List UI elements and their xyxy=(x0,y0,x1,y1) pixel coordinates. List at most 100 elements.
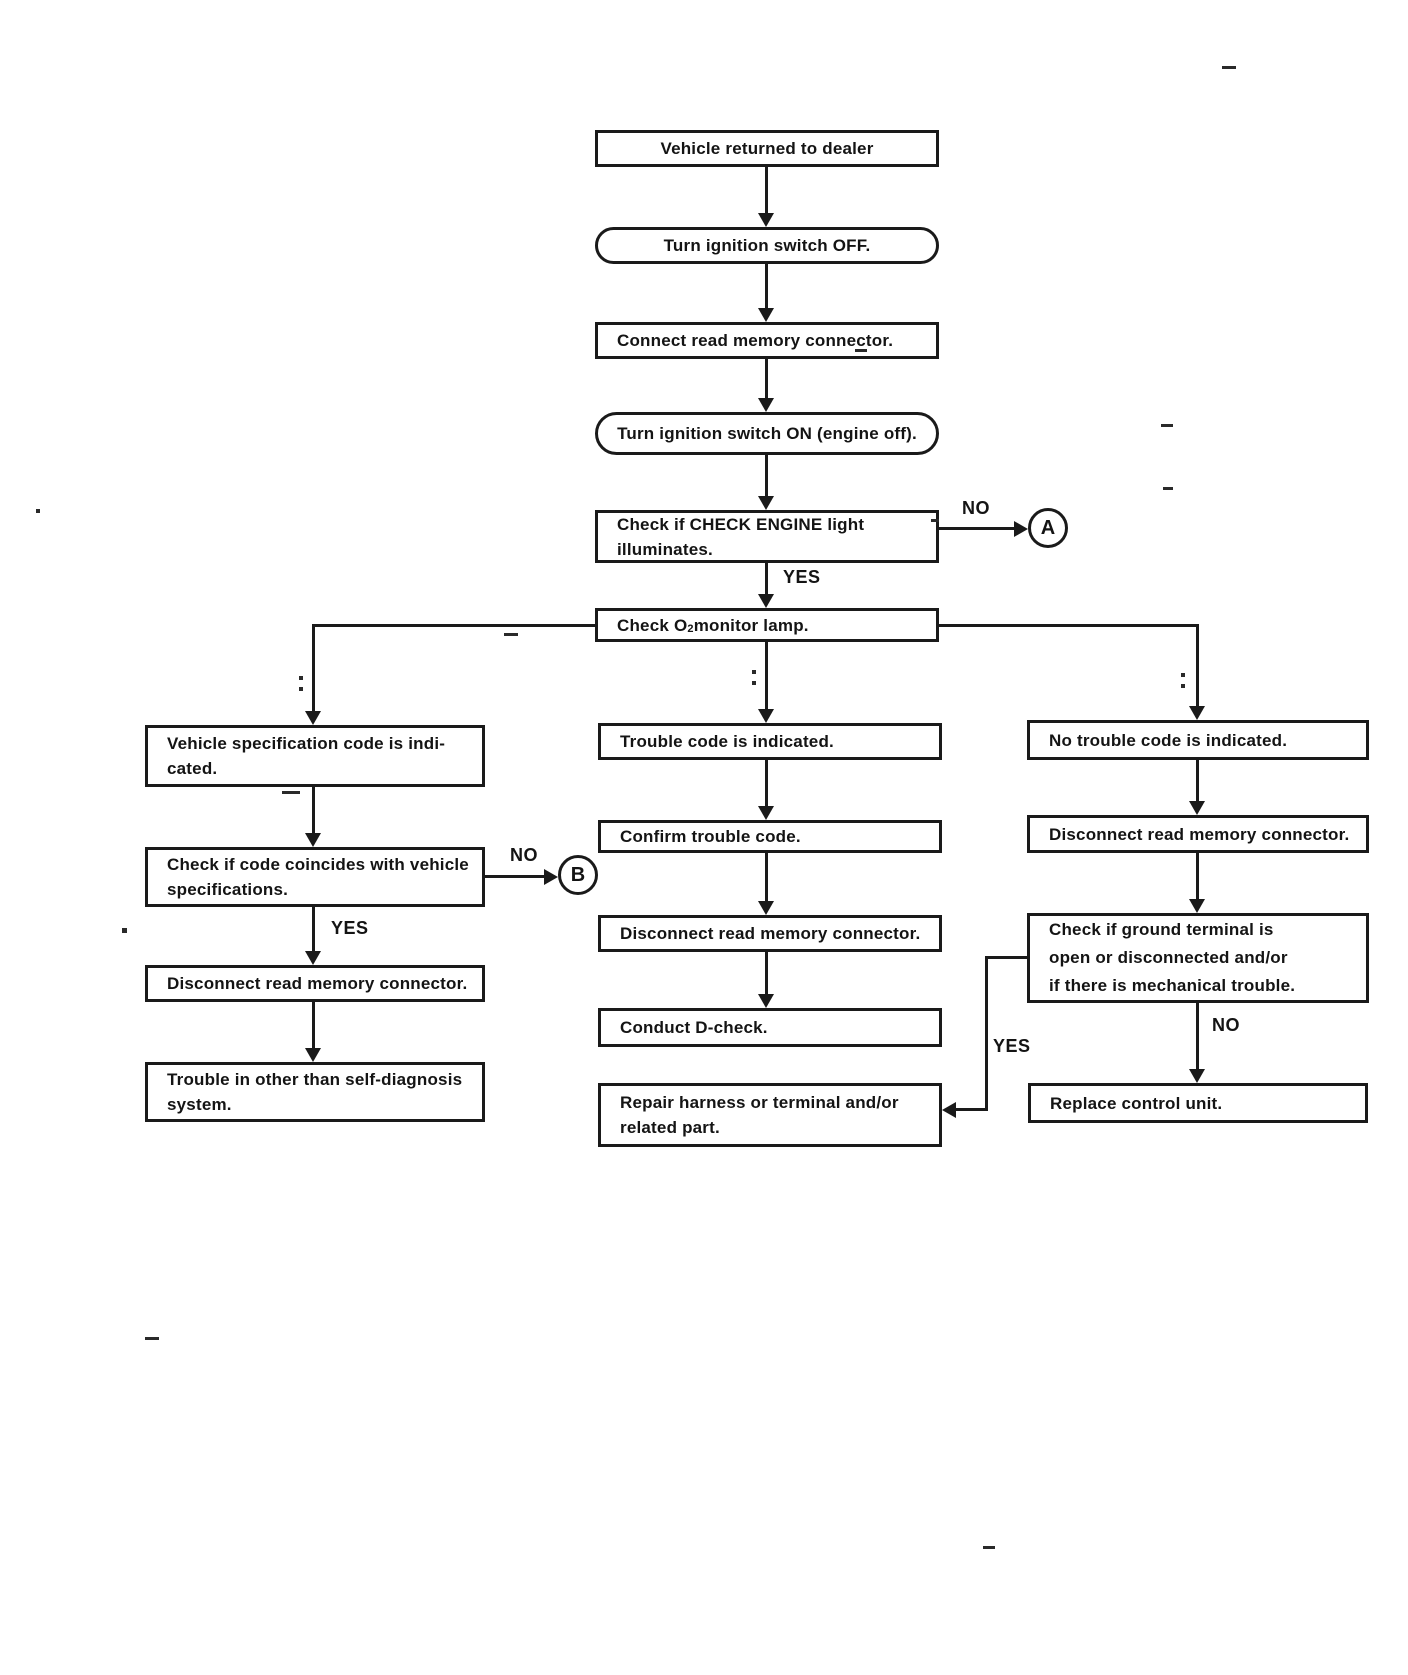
label-yes-code: YES xyxy=(331,918,369,938)
arrow-no-to-connector-a xyxy=(939,527,1016,530)
scan-artifact xyxy=(122,928,127,933)
scan-artifact xyxy=(752,681,756,685)
label-no-engine-light: NO xyxy=(962,498,990,518)
arrowhead-right-icon xyxy=(544,869,558,885)
scan-artifact xyxy=(1163,487,1173,490)
arrow-disconnect-to-trouble-other xyxy=(312,1002,315,1050)
node-check-engine-light-label: Check if CHECK ENGINE light illuminates. xyxy=(617,514,865,559)
scan-artifact xyxy=(145,1337,159,1340)
node-ignition-off: Turn ignition switch OFF. xyxy=(595,227,939,264)
arrowhead-left-icon xyxy=(942,1102,956,1118)
arrow-confirm-to-disconnect-mid xyxy=(765,853,768,903)
node-code-coincides: Check if code coincides with vehicle spe… xyxy=(145,847,485,907)
node-trouble-other-system: Trouble in other than self-diagnosis sys… xyxy=(145,1062,485,1122)
arrowhead-down-icon xyxy=(758,398,774,412)
arrowhead-right-icon xyxy=(1014,521,1028,537)
o2-label-subscript: 2 xyxy=(687,622,694,635)
connector-b-circle: B xyxy=(558,855,598,895)
arrow-no-trouble-to-disconnect-right xyxy=(1196,760,1199,803)
arrowhead-down-icon xyxy=(305,1048,321,1062)
arrowhead-down-icon xyxy=(305,833,321,847)
node-replace-control-unit-label: Replace control unit. xyxy=(1050,1093,1223,1113)
o2-label-pre: Check O xyxy=(617,615,688,635)
node-disconnect-read-memory-mid: Disconnect read memory connector. xyxy=(598,915,942,952)
scan-artifact xyxy=(1181,673,1185,677)
node-connect-read-memory: Connect read memory connector. xyxy=(595,322,939,359)
node-code-coincides-label: Check if code coincides with vehicle spe… xyxy=(167,855,469,899)
arrow-disconnect-mid-to-dcheck xyxy=(765,952,768,996)
arrow-trouble-code-to-confirm xyxy=(765,760,768,808)
branch-drop-right xyxy=(1196,624,1199,708)
node-vehicle-returned: Vehicle returned to dealer xyxy=(595,130,939,167)
arrow-yes-to-o2-lamp xyxy=(765,563,768,596)
node-connect-read-memory-label: Connect read memory connector. xyxy=(617,331,894,350)
node-vehicle-spec-code-label: Vehicle specification code is indi- cate… xyxy=(167,734,446,778)
arrow-ignition-on-to-check-light xyxy=(765,455,768,498)
arrowhead-down-icon xyxy=(758,901,774,915)
scan-artifact xyxy=(504,633,518,636)
node-trouble-code-label: Trouble code is indicated. xyxy=(620,732,834,751)
node-check-engine-light: Check if CHECK ENGINE light illuminates. xyxy=(595,510,939,563)
connector-a-label: A xyxy=(1040,516,1056,539)
node-disconnect-left-label: Disconnect read memory connector. xyxy=(167,974,468,993)
node-replace-control-unit: Replace control unit. xyxy=(1028,1083,1368,1123)
scan-artifact xyxy=(1181,684,1185,688)
yes-loop-exit-line xyxy=(985,956,1027,959)
node-disconnect-mid-label: Disconnect read memory connector. xyxy=(620,924,921,943)
scan-artifact xyxy=(299,687,303,691)
arrowhead-down-icon xyxy=(1189,1069,1205,1083)
arrow-spec-code-to-coincides xyxy=(312,787,315,835)
arrow-returned-to-ignition-off xyxy=(765,167,768,215)
node-confirm-trouble-code-label: Confirm trouble code. xyxy=(620,827,801,846)
arrowhead-down-icon xyxy=(758,709,774,723)
node-disconnect-read-memory-left: Disconnect read memory connector. xyxy=(145,965,485,1002)
arrow-yes-to-disconnect-left xyxy=(312,907,315,953)
label-yes-ground: YES xyxy=(993,1036,1031,1056)
node-disconnect-read-memory-right: Disconnect read memory connector. xyxy=(1027,815,1369,853)
yes-loop-entry-line xyxy=(956,1108,988,1111)
node-disconnect-right-label: Disconnect read memory connector. xyxy=(1049,824,1350,844)
node-vehicle-spec-code: Vehicle specification code is indi- cate… xyxy=(145,725,485,787)
branch-drop-center xyxy=(765,642,768,711)
branch-drop-left xyxy=(312,624,315,713)
yes-loop-vertical-line xyxy=(985,956,988,1111)
arrowhead-down-icon xyxy=(1189,801,1205,815)
scan-artifact xyxy=(1161,424,1173,427)
label-no-code: NO xyxy=(510,845,538,865)
scan-artifact xyxy=(855,349,867,352)
node-ignition-on: Turn ignition switch ON (engine off). xyxy=(595,412,939,455)
arrow-no-to-connector-b xyxy=(485,875,546,878)
connector-b-label: B xyxy=(570,863,586,886)
node-trouble-other-label: Trouble in other than self-diagnosis sys… xyxy=(167,1070,463,1114)
arrow-ignition-off-to-connect xyxy=(765,263,768,310)
arrowhead-down-icon xyxy=(758,594,774,608)
scan-artifact xyxy=(752,670,756,674)
arrowhead-down-icon xyxy=(305,951,321,965)
scan-artifact xyxy=(931,519,939,522)
node-conduct-d-check: Conduct D-check. xyxy=(598,1008,942,1047)
arrowhead-down-icon xyxy=(758,994,774,1008)
arrowhead-down-icon xyxy=(758,496,774,510)
arrow-no-to-replace-unit xyxy=(1196,1003,1199,1071)
arrowhead-down-icon xyxy=(1189,899,1205,913)
arrow-connect-to-ignition-on xyxy=(765,358,768,400)
node-repair-harness-label: Repair harness or terminal and/or relate… xyxy=(620,1093,899,1137)
node-confirm-trouble-code: Confirm trouble code. xyxy=(598,820,942,853)
node-check-ground-label: Check if ground terminal is open or disc… xyxy=(1049,920,1296,995)
scan-artifact xyxy=(36,509,40,513)
scan-artifact xyxy=(282,791,300,794)
node-conduct-d-check-label: Conduct D-check. xyxy=(620,1018,768,1037)
node-check-ground-terminal: Check if ground terminal is open or disc… xyxy=(1027,913,1369,1003)
arrow-disconnect-right-to-ground xyxy=(1196,853,1199,901)
o2-label-post: monitor lamp. xyxy=(693,615,809,635)
node-no-trouble-code-label: No trouble code is indicated. xyxy=(1049,730,1288,750)
node-ignition-off-label: Turn ignition switch OFF. xyxy=(663,236,871,255)
node-no-trouble-code: No trouble code is indicated. xyxy=(1027,720,1369,760)
branch-line-left xyxy=(313,624,595,627)
connector-a-circle: A xyxy=(1028,508,1068,548)
node-ignition-on-label: Turn ignition switch ON (engine off). xyxy=(617,424,917,443)
scan-artifact xyxy=(983,1546,995,1549)
label-yes-engine-light: YES xyxy=(783,567,821,587)
